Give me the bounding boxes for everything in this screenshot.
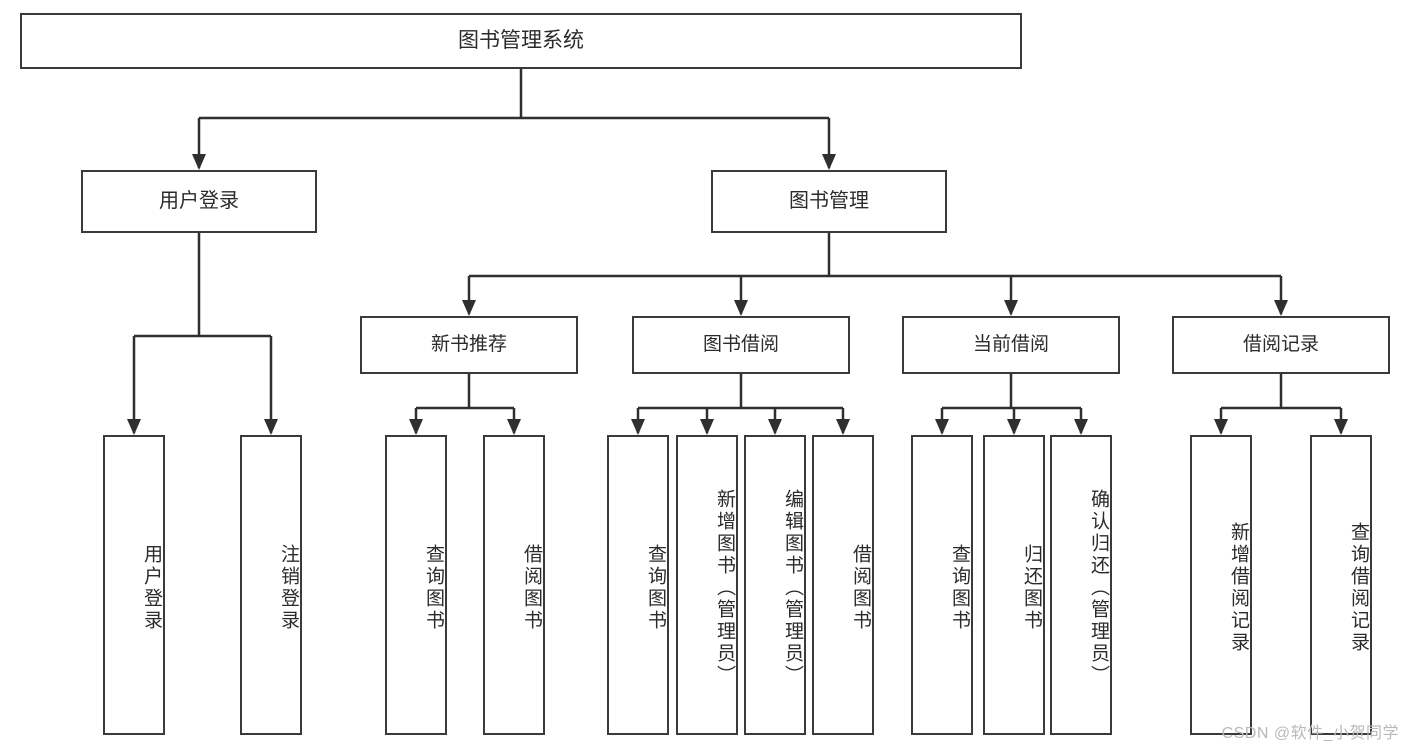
arrowhead-icon	[507, 419, 521, 435]
node-label: 查询图书	[645, 544, 666, 632]
node-label: 归还图书	[1021, 544, 1042, 632]
arrowhead-icon	[192, 154, 206, 170]
arrowhead-icon	[700, 419, 714, 435]
arrowhead-icon	[1334, 419, 1348, 435]
node-label: 查询借阅记录	[1348, 522, 1369, 654]
node-label: 注销登录	[278, 544, 299, 632]
node-b_edit[interactable]: 编辑图书（管理员）	[744, 435, 806, 735]
arrowhead-icon	[836, 419, 850, 435]
node-n_query[interactable]: 查询图书	[385, 435, 447, 735]
arrowhead-icon	[631, 419, 645, 435]
arrowhead-icon	[1274, 300, 1288, 316]
arrowhead-icon	[768, 419, 782, 435]
node-b_add[interactable]: 新增图书（管理员）	[676, 435, 738, 735]
node-label: 借阅记录	[1242, 334, 1319, 356]
node-label: 当前借阅	[972, 334, 1049, 356]
node-b_borrow[interactable]: 借阅图书	[812, 435, 874, 735]
arrowhead-icon	[1074, 419, 1088, 435]
node-c_confirm[interactable]: 确认归还（管理员）	[1050, 435, 1112, 735]
node-r_query[interactable]: 查询借阅记录	[1310, 435, 1372, 735]
arrowhead-icon	[1004, 300, 1018, 316]
node-login[interactable]: 用户登录	[81, 170, 317, 233]
node-l_login[interactable]: 用户登录	[103, 435, 165, 735]
node-root[interactable]: 图书管理系统	[20, 13, 1022, 69]
arrowhead-icon	[127, 419, 141, 435]
node-label: 确认归还（管理员）	[1088, 489, 1109, 687]
node-label: 图书管理	[789, 190, 869, 213]
arrowhead-icon	[822, 154, 836, 170]
node-label: 借阅图书	[521, 544, 542, 632]
arrowhead-icon	[409, 419, 423, 435]
node-l_logout[interactable]: 注销登录	[240, 435, 302, 735]
node-label: 编辑图书（管理员）	[782, 489, 803, 687]
arrowhead-icon	[1214, 419, 1228, 435]
watermark-text: CSDN @软件_小贺同学	[1221, 725, 1399, 742]
node-label: 用户登录	[141, 544, 162, 632]
node-label: 新增图书（管理员）	[714, 489, 735, 687]
node-c_query[interactable]: 查询图书	[911, 435, 973, 735]
node-label: 查询图书	[949, 544, 970, 632]
arrowhead-icon	[1007, 419, 1021, 435]
node-bookmgmt[interactable]: 图书管理	[711, 170, 947, 233]
node-label: 图书借阅	[702, 334, 779, 356]
node-label: 图书管理系统	[458, 29, 584, 53]
node-b_query[interactable]: 查询图书	[607, 435, 669, 735]
node-borrow[interactable]: 图书借阅	[632, 316, 850, 374]
arrowhead-icon	[734, 300, 748, 316]
node-label: 用户登录	[159, 190, 239, 213]
arrowhead-icon	[462, 300, 476, 316]
node-label: 借阅图书	[850, 544, 871, 632]
node-label: 新增借阅记录	[1228, 522, 1249, 654]
node-r_add[interactable]: 新增借阅记录	[1190, 435, 1252, 735]
node-records[interactable]: 借阅记录	[1172, 316, 1390, 374]
node-label: 新书推荐	[430, 334, 507, 356]
node-current[interactable]: 当前借阅	[902, 316, 1120, 374]
node-n_borrow[interactable]: 借阅图书	[483, 435, 545, 735]
node-c_return[interactable]: 归还图书	[983, 435, 1045, 735]
arrowhead-icon	[264, 419, 278, 435]
node-label: 查询图书	[423, 544, 444, 632]
node-newbook[interactable]: 新书推荐	[360, 316, 578, 374]
arrowhead-icon	[935, 419, 949, 435]
